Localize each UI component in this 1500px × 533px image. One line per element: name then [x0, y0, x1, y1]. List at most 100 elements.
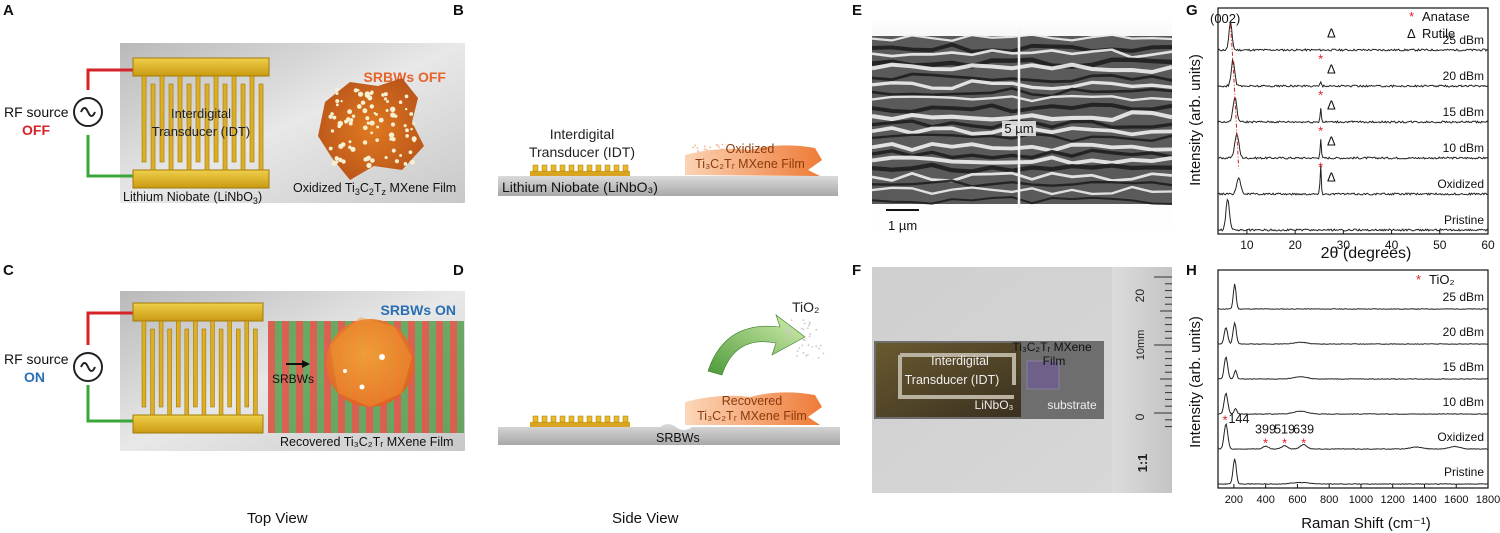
peak-annotation: 399	[1255, 422, 1276, 436]
x-tick-label: 800	[1320, 494, 1338, 506]
legend-label-tio2: TiO₂	[1429, 272, 1455, 287]
substrate-side	[498, 176, 838, 196]
legend-symbol-rutile: Δ	[1407, 26, 1416, 41]
x-tick-label: 20	[1288, 238, 1302, 252]
raman-chart: Intensity (arb. units) Raman Shift (cm⁻¹…	[1187, 269, 1500, 532]
x-tick-label: 600	[1288, 494, 1306, 506]
x-tick-label: 400	[1256, 494, 1274, 506]
recovered-film-blob	[326, 319, 414, 407]
idt-side	[530, 415, 630, 427]
tio2-particles	[328, 87, 417, 168]
idt-label-line2: Transducer (IDT)	[529, 144, 635, 160]
peak-annotation: 639	[1293, 422, 1314, 436]
idt-label-line2: Transducer (IDT)	[905, 373, 1000, 387]
ruler	[1112, 267, 1172, 493]
panel-a-diagram: Interdigital Transducer (IDT) SRBWs OFF …	[73, 43, 465, 206]
anatase-marker: *	[1318, 52, 1323, 67]
series-label: Oxidized	[1437, 430, 1484, 444]
film-facet	[330, 317, 412, 407]
scale-bar-label: 1 µm	[888, 218, 917, 233]
x-tick-label: 1600	[1444, 494, 1468, 506]
series-line-pristine	[1217, 458, 1489, 485]
sine-icon	[80, 362, 96, 372]
wire-red	[86, 311, 135, 345]
rf-source-label: RF source	[4, 351, 69, 367]
idt-label-line1: Interdigital	[550, 126, 615, 142]
x-axis-label: Raman Shift (cm⁻¹)	[1301, 515, 1431, 532]
rf-state-off: OFF	[22, 122, 50, 138]
rf-state-on: ON	[24, 369, 45, 385]
series-line-15-dbm	[1217, 356, 1489, 380]
thickness-label: 5 µm	[1004, 121, 1033, 136]
legend-symbol-tio2: *	[1416, 272, 1421, 287]
panel-d-diagram: TiO₂ Recovered Ti₃C₂Tᵣ MXene Film SRBWs	[498, 299, 840, 445]
sine-icon	[80, 107, 96, 117]
film-label-line2: Ti₃C₂Tᵣ MXene Film	[697, 409, 807, 423]
ruler-ratio: 1:1	[1135, 454, 1150, 473]
panel-label-f: F	[852, 262, 862, 279]
removal-arrow-icon	[707, 314, 806, 376]
idt-label-line1: Interdigital	[931, 354, 989, 368]
film-label-line2: Film	[1043, 354, 1066, 368]
series-label: 15 dBm	[1443, 360, 1484, 374]
recovered-film-side	[685, 392, 822, 425]
panel-label-a: A	[3, 2, 14, 19]
x-tick-label: 1800	[1476, 494, 1500, 506]
wire-red	[86, 68, 135, 90]
oxidized-film-blob	[318, 78, 424, 180]
substrate-label: Lithium Niobate (LiNbO3)	[123, 190, 262, 206]
panel-label-h: H	[1186, 262, 1197, 279]
tio2-marker: *	[1282, 435, 1287, 450]
particles	[692, 143, 749, 155]
x-tick-label: 10	[1240, 238, 1254, 252]
x-tick-label: 1000	[1349, 494, 1373, 506]
panel-f-photo: Interdigital Transducer (IDT) Ti₃C₂Tᵣ MX…	[872, 267, 1172, 493]
substrate-side	[498, 424, 840, 445]
series-line-oxidized	[1217, 422, 1489, 450]
series-line-oxidized	[1217, 165, 1489, 196]
series-line-15-dbm	[1217, 96, 1489, 124]
panel-e-sem-image: 5 µm 1 µm	[872, 18, 1172, 240]
x-tick-label: 60	[1481, 238, 1495, 252]
y-axis-label: Intensity (arb. units)	[1187, 316, 1204, 448]
panel-label-e: E	[852, 2, 863, 19]
xrd-chart: Intensity (arb. units) 2θ (degrees) (002…	[1187, 7, 1495, 262]
oxidized-film-side	[685, 145, 822, 176]
film-label-line1: Recovered	[722, 394, 782, 408]
film-label-line1: Oxidized	[726, 142, 775, 156]
legend-label-rutile: Rutile	[1422, 26, 1455, 41]
x-axis-label: 2θ (degrees)	[1321, 245, 1412, 262]
x-tick-label: 40	[1385, 238, 1399, 252]
srbw-status: SRBWs OFF	[364, 69, 447, 85]
ruler-tick-10mm: 10mm	[1135, 330, 1147, 361]
idt-electrodes	[132, 57, 270, 189]
series-line-10-dbm	[1217, 392, 1489, 415]
peak-shift-line	[1230, 24, 1240, 169]
series-line-20-dbm	[1217, 321, 1488, 345]
panel-c-diagram: SRBWs SRBWs ON Recovered Ti₃C₂Tᵣ MXene F…	[73, 291, 465, 451]
x-tick-label: 1400	[1412, 494, 1436, 506]
panel-label-g: G	[1186, 2, 1198, 19]
peak-annotation: 519	[1274, 422, 1295, 436]
legend-symbol-anatase: *	[1409, 9, 1414, 24]
series-label: 20 dBm	[1443, 325, 1484, 339]
series-label: 25 dBm	[1443, 33, 1484, 47]
idt-label-line1: Interdigital	[171, 106, 231, 121]
idt-label-line2: Transducer (IDT)	[152, 124, 250, 139]
series-line-10-dbm	[1217, 131, 1489, 160]
series-label: 15 dBm	[1443, 105, 1484, 119]
rutile-marker: Δ	[1327, 61, 1336, 76]
series-label: Pristine	[1444, 465, 1484, 479]
series-label: 25 dBm	[1443, 290, 1484, 304]
ruler-tick-20: 20	[1133, 289, 1147, 303]
x-tick-label: 30	[1337, 238, 1351, 252]
mxene-film-sample	[1026, 360, 1060, 390]
caption-top-view: Top View	[247, 510, 308, 527]
wire-green	[86, 385, 135, 423]
rutile-marker: Δ	[1327, 169, 1336, 184]
tio2-marker: *	[1222, 413, 1227, 428]
series-label: 10 dBm	[1443, 141, 1484, 155]
idt-side	[530, 164, 630, 176]
tio2-label: TiO₂	[792, 299, 819, 315]
film-label: Recovered Ti₃C₂Tᵣ MXene Film	[280, 435, 453, 449]
